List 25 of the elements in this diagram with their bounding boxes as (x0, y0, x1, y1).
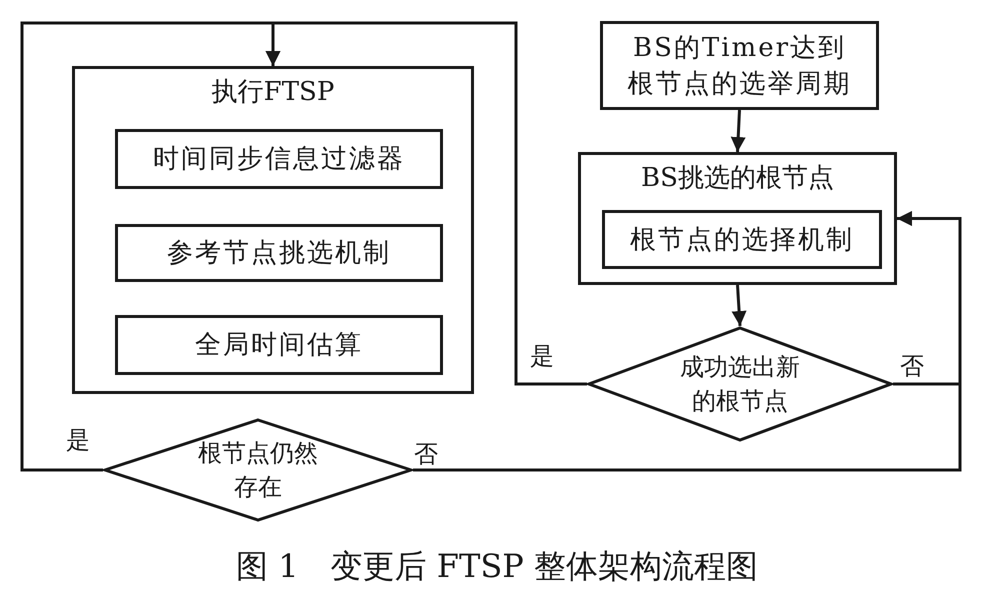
caption: 图 1 变更后 FTSP 整体架构流程图 (236, 546, 758, 586)
container-heading: BS挑选的根节点 (641, 162, 834, 195)
decision-diamond (587, 326, 893, 442)
edge-label: 是 (66, 426, 90, 454)
arrow (730, 110, 746, 152)
node-text: 根节点的选择机制 (630, 224, 854, 256)
process-box (115, 315, 443, 375)
container-box (578, 152, 897, 285)
process-box (115, 224, 443, 282)
edge-label: 是 (530, 342, 554, 370)
container-box (72, 66, 474, 394)
node-text: 时间同步信息过滤器 (153, 143, 405, 176)
container-heading: 执行FTSP (212, 76, 334, 109)
process-box (115, 129, 443, 189)
node-text: 全局时间估算 (195, 329, 363, 362)
arrow (732, 284, 747, 326)
process-box (600, 21, 879, 110)
node-text: 根节点仍然存在 (197, 438, 319, 503)
arrow (20, 22, 280, 472)
arrow (413, 211, 962, 472)
node-text: 成功选出新的根节点 (679, 352, 801, 417)
process-box (602, 210, 882, 269)
node-text: 参考节点挑选机制 (167, 237, 391, 270)
decision-diamond (103, 418, 413, 522)
node-text: BS的Timer达到根节点的选举周期 (626, 32, 852, 100)
